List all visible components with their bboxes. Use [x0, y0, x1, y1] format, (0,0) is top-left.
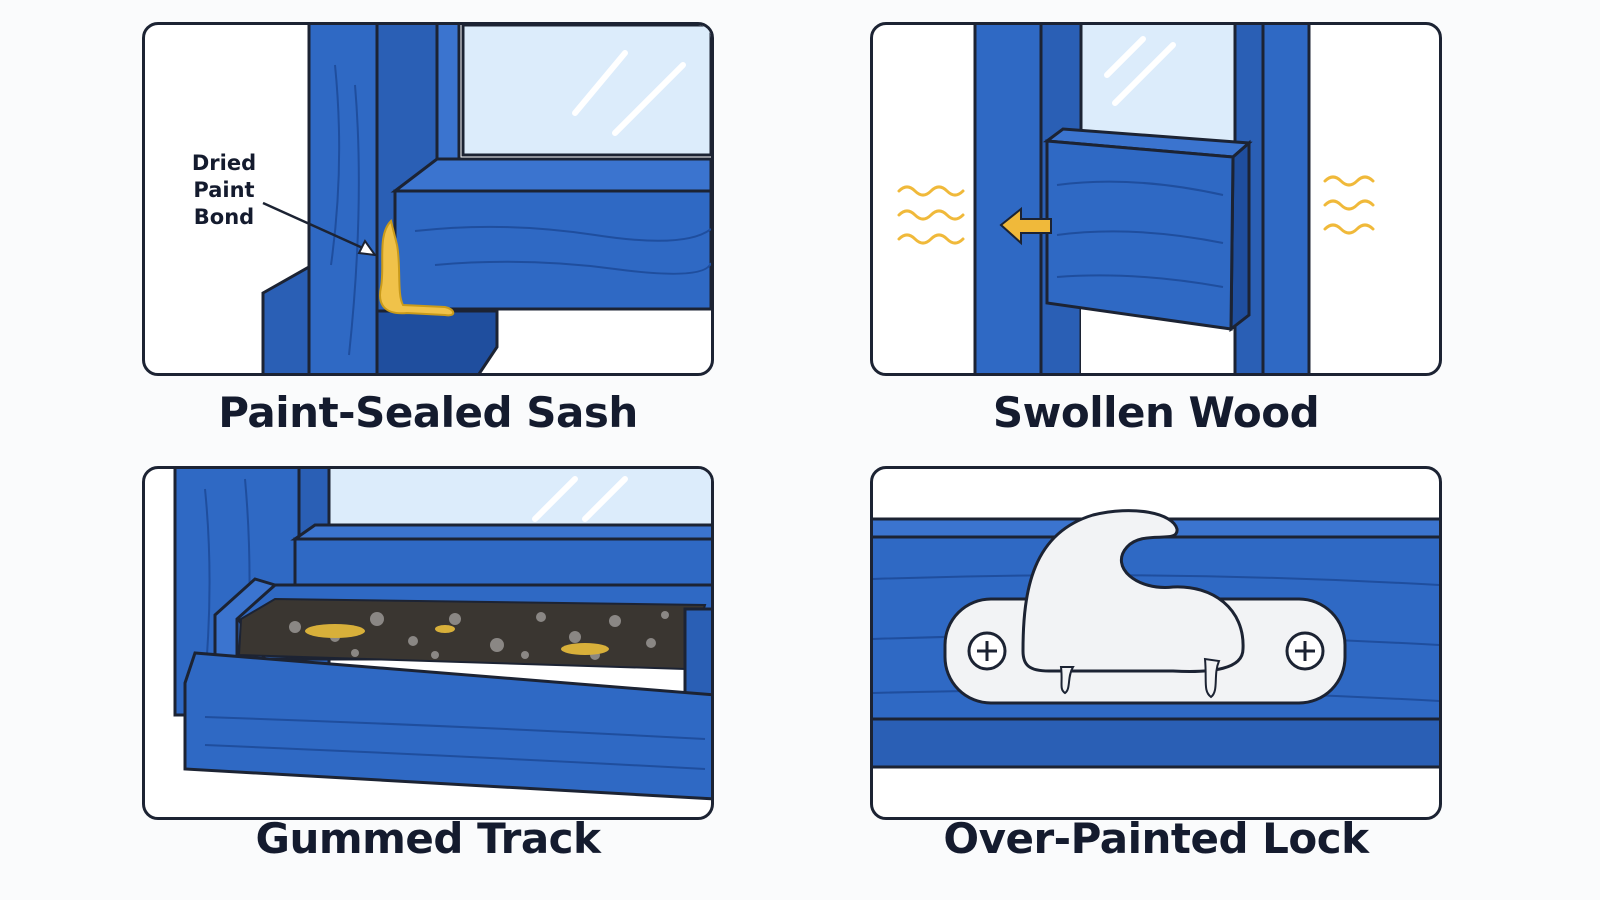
glass-stop [435, 25, 461, 163]
sticky-residue [305, 624, 609, 655]
wood-grain [348, 84, 360, 356]
glass-glare [1112, 42, 1176, 106]
panel-gummed-track [142, 466, 714, 820]
lock-cam [1021, 509, 1245, 673]
dried-paint-bond-label: Dried Paint Bond [191, 151, 257, 229]
frame-step [261, 264, 311, 373]
screw-icon [967, 631, 1007, 671]
grime-debris [289, 611, 669, 660]
glass-glare [532, 476, 578, 522]
caption-swollen-wood: Swollen Wood [992, 388, 1320, 437]
moisture-wave-icon [1323, 175, 1375, 235]
wood-grain [434, 260, 711, 275]
paint-drip [1203, 657, 1221, 699]
arrow-right-icon [357, 239, 378, 257]
glass-glare [1104, 36, 1146, 78]
upper-rail [293, 537, 711, 587]
wood-grain [330, 64, 341, 266]
arrow-left-icon [999, 206, 1052, 246]
wood-grain [414, 225, 711, 242]
gummed-track-illustration [173, 469, 711, 801]
rail-top [290, 523, 711, 541]
caption-over-painted-lock: Over-Painted Lock [943, 814, 1369, 863]
panel-over-painted-lock [870, 466, 1442, 820]
wood-grain [1056, 180, 1224, 196]
left-jamb [973, 25, 1043, 373]
glass-glare [612, 62, 686, 136]
panel-swollen-wood [870, 22, 1442, 376]
caption-paint-sealed-sash: Paint-Sealed Sash [218, 388, 638, 437]
right-jamb [1261, 25, 1311, 373]
caption-gummed-track: Gummed Track [255, 814, 602, 863]
swollen-sash-front [1045, 139, 1235, 331]
panel-paint-sealed-sash [142, 22, 714, 376]
wood-grain [1056, 230, 1224, 244]
paint-sealed-sash-illustration [261, 25, 711, 373]
dried-paint-bond [379, 219, 455, 317]
wood-grain [1056, 274, 1224, 288]
paint-drip [1059, 666, 1075, 695]
glass-glare [572, 50, 628, 116]
swollen-wood-illustration [897, 25, 1375, 373]
wood-grain [204, 716, 706, 740]
window-glass [461, 25, 711, 157]
screw-icon [1285, 631, 1325, 671]
window-glass [323, 469, 711, 527]
over-painted-lock-illustration [873, 509, 1439, 769]
wood-grain [873, 574, 1439, 586]
wood-grain [204, 744, 706, 770]
meeting-rail [873, 717, 1439, 769]
callout-arrow-line [262, 201, 366, 251]
sill-block [375, 309, 499, 373]
moisture-wave-icon [897, 185, 965, 245]
track-end [683, 607, 711, 701]
glass-glare [582, 476, 628, 522]
sash-rail-top [390, 157, 711, 193]
sash-rail [393, 189, 711, 311]
